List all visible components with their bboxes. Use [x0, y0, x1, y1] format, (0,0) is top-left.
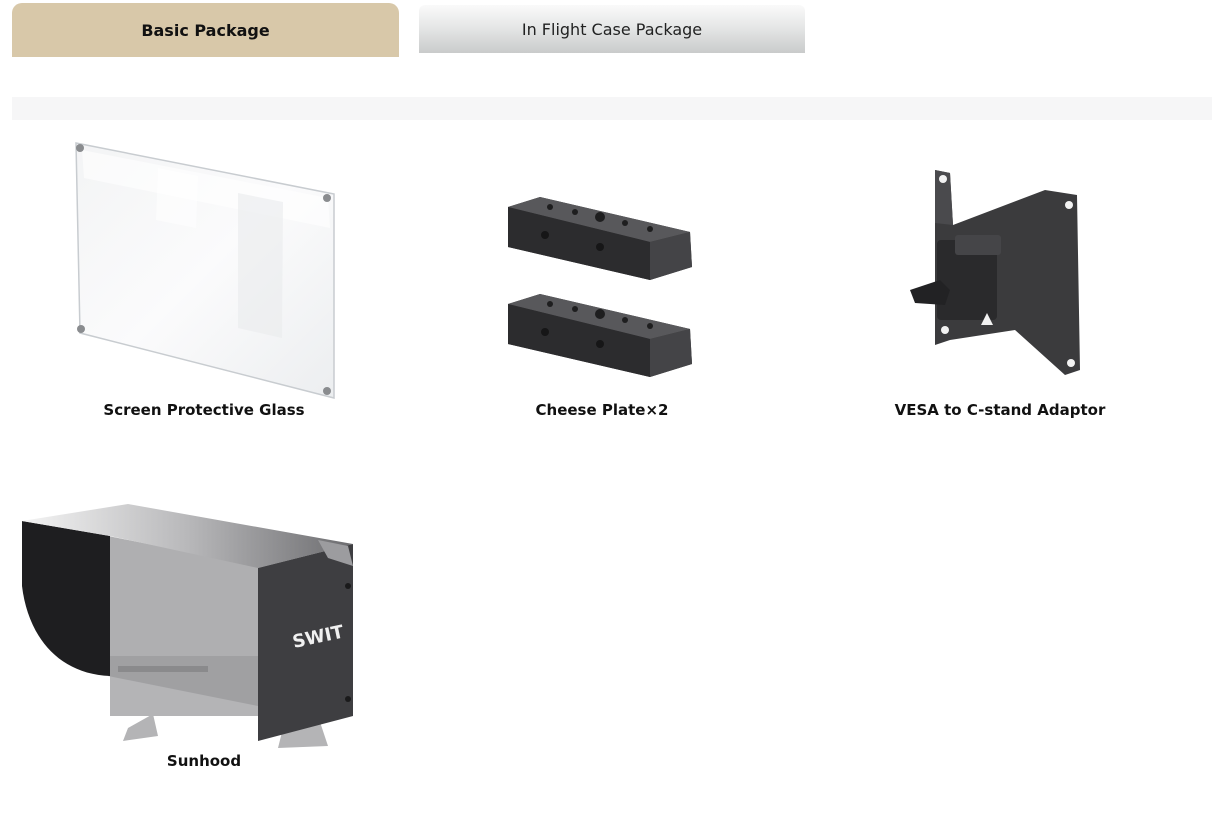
cheese-plate-label: Cheese Plate×2 [535, 401, 669, 419]
sunhood-image: SWIT [22, 504, 353, 748]
tab-in-flight-case-package[interactable]: In Flight Case Package [419, 5, 805, 53]
vesa-adaptor-image [910, 170, 1080, 375]
section-divider [12, 97, 1212, 120]
tab-basic-package-label: Basic Package [141, 20, 270, 40]
screen-protective-glass-label: Screen Protective Glass [103, 401, 305, 419]
cheese-plate-image [508, 197, 692, 377]
vesa-adaptor-label: VESA to C-stand Adaptor [894, 401, 1106, 419]
screen-protective-glass-image [75, 142, 335, 399]
sunhood-label: Sunhood [166, 752, 242, 770]
tab-in-flight-case-package-label: In Flight Case Package [521, 19, 703, 39]
tab-basic-package[interactable]: Basic Package [12, 3, 399, 57]
